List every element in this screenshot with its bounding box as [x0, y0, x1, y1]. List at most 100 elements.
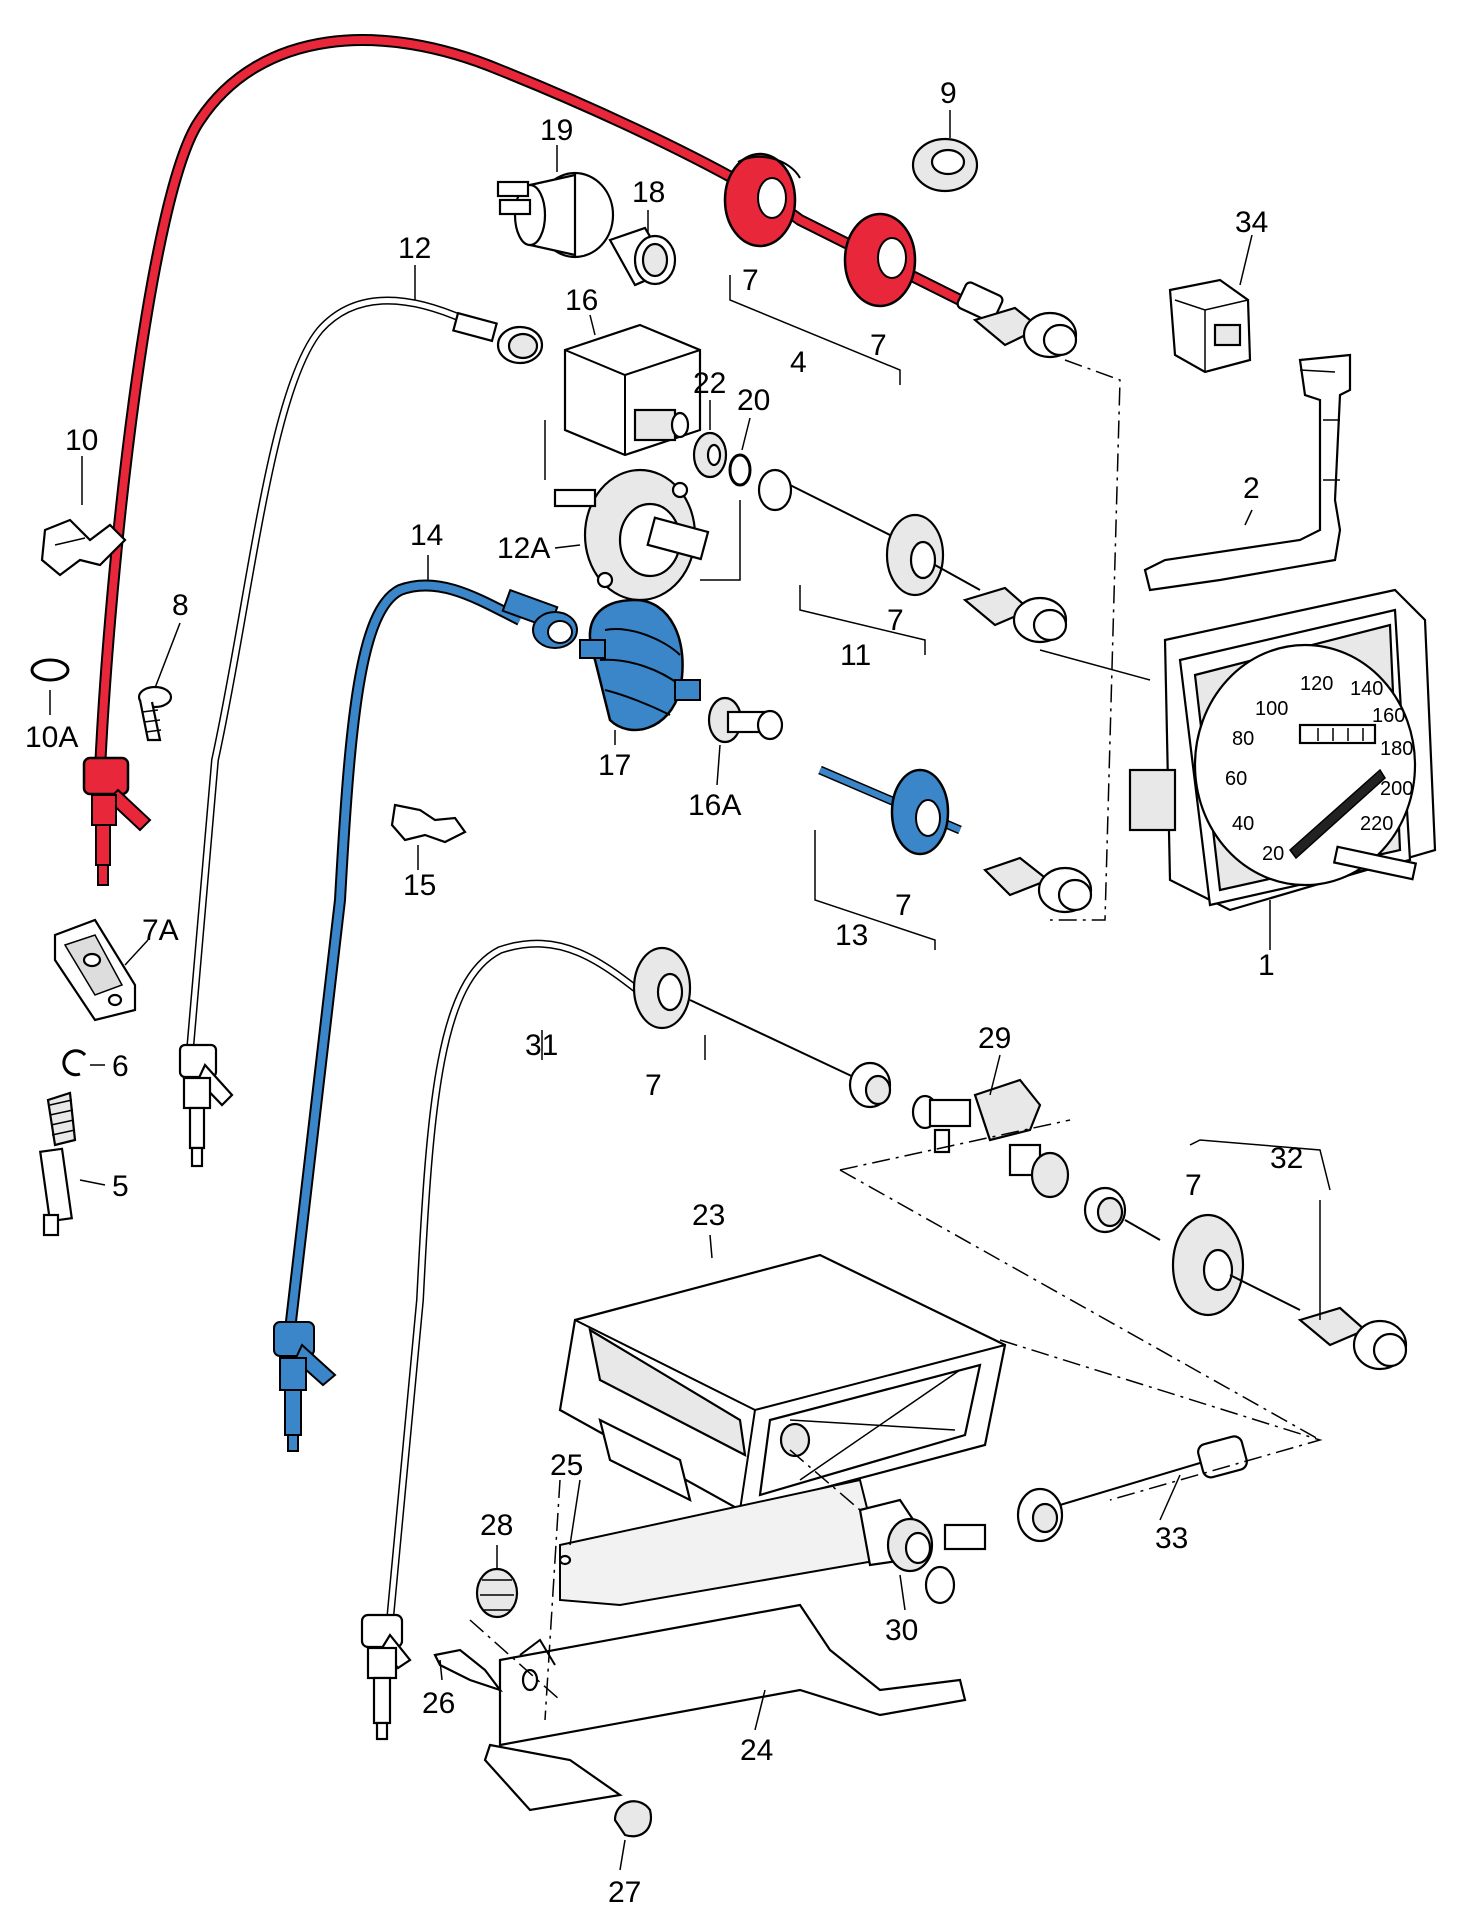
- dial-180: 180: [1380, 738, 1413, 760]
- callout-26: 26: [422, 1687, 455, 1720]
- cable-11: [757, 468, 1068, 644]
- part-24-tray: [483, 1603, 967, 1812]
- callout-13: 13: [835, 919, 868, 952]
- part-28-nut: [475, 1567, 519, 1619]
- callout-15: 15: [403, 869, 436, 902]
- red-grommet-2: [843, 212, 917, 308]
- part-10A-ring: [30, 658, 70, 682]
- callout-23: 23: [692, 1199, 725, 1232]
- part-17-blue-transmission: [579, 598, 701, 732]
- part-29-angle-drive: [911, 1078, 1070, 1199]
- part-15-clip: [390, 803, 467, 844]
- callout-7-e: 7: [645, 1069, 662, 1102]
- callout-leaders: [49, 110, 1271, 1871]
- part-5-drive-gear: [38, 1091, 77, 1237]
- white-cable-12-upper-end: [452, 311, 544, 365]
- callout-20: 20: [737, 384, 770, 417]
- callout-33: 33: [1155, 1522, 1188, 1555]
- blue-cable-lower-end: [273, 1321, 337, 1452]
- part-27-grommet: [613, 1800, 653, 1838]
- red-grommet-1: [723, 152, 801, 248]
- callout-12A: 12A: [497, 532, 550, 565]
- part-18-cap: [608, 226, 677, 287]
- cable-32: [1083, 1186, 1408, 1371]
- part-9-grommet: [911, 137, 979, 193]
- white-cable-12: [178, 296, 544, 1168]
- dial-80: 80: [1232, 728, 1254, 750]
- blue-cable-14: [273, 579, 578, 1452]
- dial-160: 160: [1372, 705, 1405, 727]
- dial-200: 200: [1380, 778, 1413, 800]
- callout-14: 14: [410, 519, 443, 552]
- blue-cable-upper-end: [501, 588, 578, 649]
- callout-31: 31: [525, 1029, 558, 1062]
- callout-24: 24: [740, 1734, 773, 1767]
- red-cable-assembly: [82, 34, 1078, 886]
- part-30-connector: [858, 1498, 987, 1605]
- callout-11: 11: [840, 639, 871, 672]
- part-1-instrument-cluster: 20 40 60 80 100 120 140 160 180 200 220: [1128, 588, 1437, 912]
- part-2-bracket: [1143, 353, 1352, 592]
- white-cable-12-lower-end: [178, 1043, 234, 1168]
- speedometer-dial: [1193, 643, 1417, 887]
- callout-1: 1: [1258, 949, 1275, 982]
- callout-17: 17: [598, 749, 631, 782]
- callout-4: 4: [790, 346, 807, 379]
- white-cable-31-lower-end: [360, 1613, 412, 1741]
- callout-28: 28: [480, 1509, 513, 1542]
- cable-33: [1016, 1435, 1248, 1543]
- white-cable-31: [360, 939, 892, 1741]
- red-cable-fill: [96, 36, 964, 774]
- callout-6: 6: [112, 1050, 129, 1083]
- callout-10A: 10A: [25, 721, 78, 754]
- callout-22: 22: [693, 367, 726, 400]
- callout-7-b: 7: [870, 329, 887, 362]
- part-16-box: [563, 323, 702, 457]
- part-6-circlip: [62, 1049, 87, 1077]
- callout-7A: 7A: [142, 914, 179, 947]
- dial-20: 20: [1262, 843, 1284, 865]
- callout-8: 8: [172, 589, 189, 622]
- callout-7-a: 7: [742, 264, 759, 297]
- part-10-clip: [40, 518, 127, 577]
- part-20-washer: [728, 453, 752, 487]
- part-22-bearing: [692, 431, 728, 479]
- dial-60: 60: [1225, 768, 1247, 790]
- dial-220: 220: [1360, 813, 1393, 835]
- dial-120: 120: [1300, 673, 1333, 695]
- callout-25: 25: [550, 1449, 583, 1482]
- cable-13-blue: [818, 765, 1093, 914]
- part-19-switch: [496, 171, 615, 259]
- callout-7-d: 7: [895, 889, 912, 922]
- part-12A-adapter: [553, 468, 710, 602]
- callout-5: 5: [112, 1170, 129, 1203]
- part-26-clip: [433, 1648, 503, 1693]
- dial-100: 100: [1255, 698, 1288, 720]
- callout-18: 18: [632, 176, 665, 209]
- callout-32: 32: [1270, 1142, 1303, 1175]
- part-16A-adapter: [707, 696, 784, 744]
- part-25-pad: [558, 1478, 882, 1607]
- callout-27: 27: [608, 1876, 641, 1909]
- part-34-relay: [1168, 278, 1252, 374]
- callout-9: 9: [940, 77, 957, 110]
- callout-7-f: 7: [1185, 1169, 1202, 1202]
- callout-2: 2: [1243, 472, 1260, 505]
- callout-30: 30: [885, 1614, 918, 1647]
- callout-12: 12: [398, 232, 431, 265]
- callout-34: 34: [1235, 206, 1268, 239]
- dial-140: 140: [1350, 678, 1383, 700]
- callout-19: 19: [540, 114, 573, 147]
- callout-7-c: 7: [887, 604, 904, 637]
- red-cable-lower-end: [82, 756, 152, 886]
- red-cable: [94, 34, 966, 776]
- assembly-lines: [469, 275, 1331, 1721]
- part-7A-block: [53, 918, 137, 1022]
- red-cable-upper-connector: [956, 281, 1078, 359]
- callout-16A: 16A: [688, 789, 741, 822]
- callout-10: 10: [65, 424, 98, 457]
- white-cable-31-grommet: [632, 946, 692, 1030]
- white-cable-31-nut: [848, 1061, 892, 1109]
- part-23-housing: [558, 1253, 1007, 1512]
